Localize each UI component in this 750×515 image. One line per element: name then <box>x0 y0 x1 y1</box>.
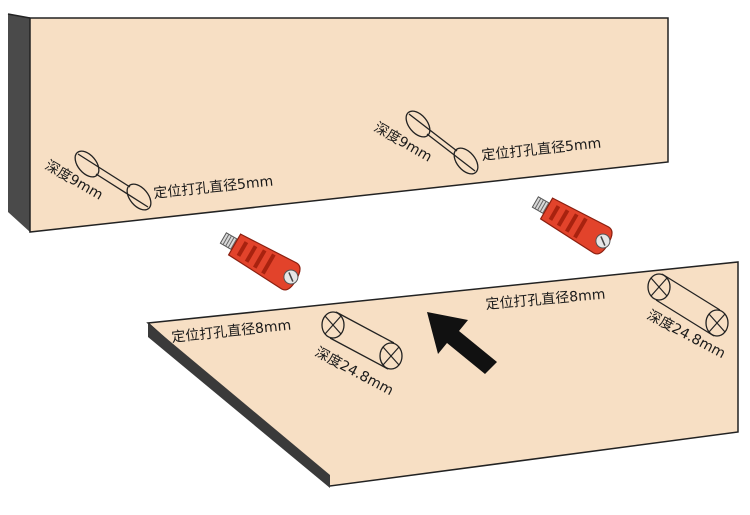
right-connector <box>527 188 618 259</box>
lower-left-hole <box>321 311 403 370</box>
upper-board <box>7 13 669 233</box>
upper-right-hole <box>405 110 479 175</box>
lower-board <box>146 261 739 488</box>
left-connector <box>215 224 306 295</box>
lower-right-hole <box>647 273 729 337</box>
upper-left-hole <box>74 150 152 211</box>
direction-arrow-icon <box>427 312 497 374</box>
